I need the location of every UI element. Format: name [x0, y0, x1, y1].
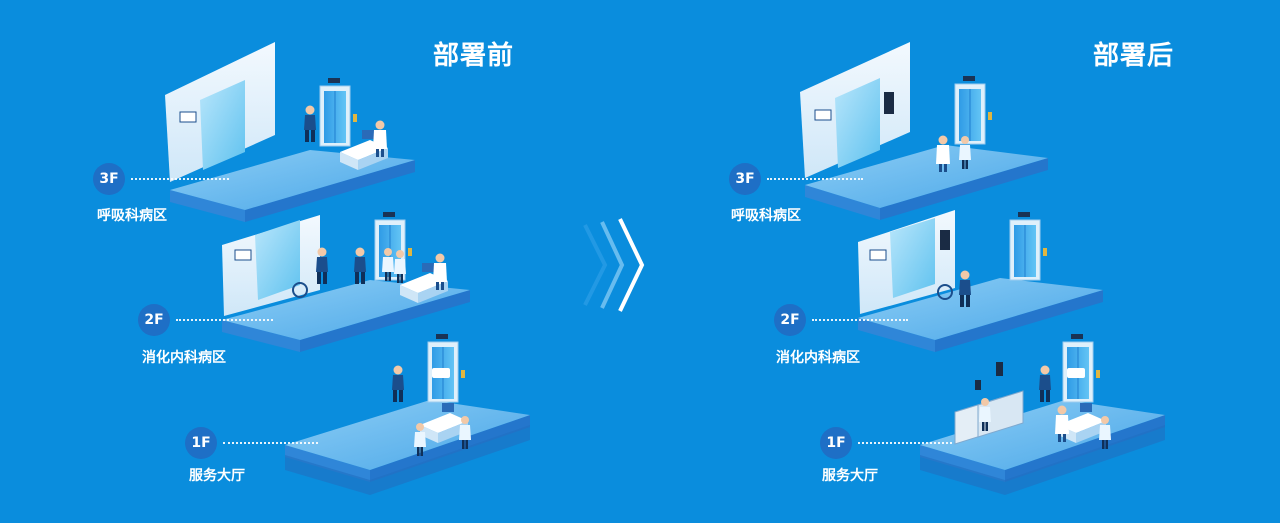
after-title: 部署后 — [1093, 41, 1175, 71]
floor-badge-3f: 3F — [729, 163, 761, 195]
floor-leader-2f — [176, 319, 273, 321]
floor-badge-1f: 1F — [185, 427, 217, 459]
floor-badge-3f: 3F — [93, 163, 125, 195]
floor-badge-1f: 1F — [820, 427, 852, 459]
before-scene — [165, 42, 530, 495]
floor-leader-3f — [131, 178, 229, 180]
floor-leader-1f — [223, 442, 318, 444]
floor-leader-1f — [858, 442, 952, 444]
floor-label-1f: 服务大厅 — [822, 468, 878, 484]
floor-badge-2f: 2F — [774, 304, 806, 336]
before-floor-2f — [222, 211, 470, 352]
floor-leader-3f — [767, 178, 863, 180]
floor-label-2f: 消化内科病区 — [776, 350, 860, 366]
after-floor-3f — [800, 42, 1048, 220]
floor-label-2f: 消化内科病区 — [142, 350, 226, 366]
floor-label-3f: 呼吸科病区 — [97, 208, 167, 224]
before-title: 部署前 — [433, 41, 515, 71]
floor-badge-2f: 2F — [138, 304, 170, 336]
before-floor-3f — [165, 42, 415, 222]
after-floor-2f — [858, 210, 1103, 352]
floor-label-1f: 服务大厅 — [189, 468, 245, 484]
before-floor-1f — [285, 333, 530, 495]
floor-leader-2f — [812, 319, 908, 321]
floor-label-3f: 呼吸科病区 — [731, 208, 801, 224]
after-scene — [800, 42, 1165, 495]
after-floor-1f — [920, 333, 1165, 495]
arrow-chevrons-icon — [583, 218, 645, 312]
